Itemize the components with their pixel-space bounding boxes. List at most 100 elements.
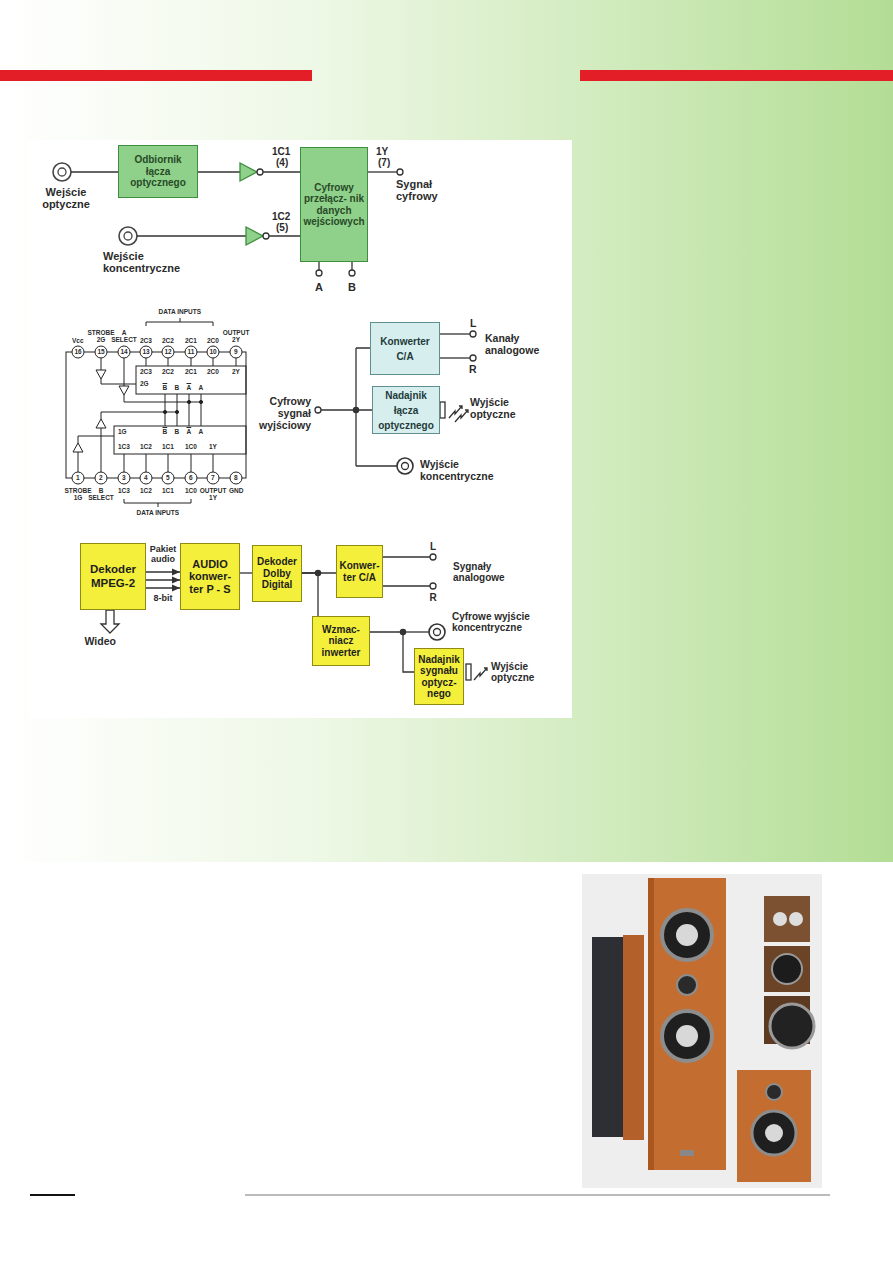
- select-label: B: [163, 384, 168, 391]
- footer-rule-part: [245, 1195, 830, 1196]
- box-text: Dekoder Dolby Digital: [257, 556, 297, 591]
- converter-box: Konwerter C/A: [370, 322, 440, 375]
- box-text: Cyfrowy przełącz- nik danych wejściowych: [303, 182, 364, 228]
- speaker-photo-part: [770, 1004, 814, 1048]
- input-selector-wiring-part: [318, 262, 319, 270]
- input-selector-wiring-part: [246, 227, 263, 245]
- multiplexer-chip-part-part: [72, 346, 84, 358]
- output-stage-wiring-part: [440, 357, 470, 358]
- multiplexer-chip-part-part: [162, 472, 174, 484]
- connector: [240, 572, 252, 573]
- box-text: Nadajnik sygnału optycz- nego: [418, 654, 460, 700]
- multiplexer-chip-part-part: [95, 472, 107, 484]
- multiplexer-chip-part-part: [140, 346, 152, 358]
- red-bar: [580, 70, 893, 81]
- multiplexer-chip-part: [101, 412, 177, 472]
- pin-number: 15: [98, 348, 105, 355]
- speaker-photo-part: [789, 912, 803, 926]
- output-stage-wiring-part: [402, 463, 409, 470]
- speaker-photo-part: [648, 878, 726, 1170]
- speaker-photo: [582, 874, 822, 1188]
- signal-label: Cyfrowy sygnał wyjściowy: [257, 396, 311, 431]
- decoder-chain-wiring-part: [315, 570, 320, 575]
- speaker-photo-part: [662, 1011, 712, 1061]
- multiplexer-chip-part: [146, 358, 236, 366]
- pin-name: 1C1: [162, 487, 174, 494]
- gate-input-label: 1C2: [140, 443, 152, 450]
- pin-name: 1C1: [272, 146, 290, 157]
- decoder-chain-wiring-part: [429, 624, 445, 640]
- pin-number: 11: [188, 348, 195, 355]
- pin-number: 8: [234, 474, 238, 481]
- pin-number: (4): [276, 157, 288, 168]
- speaker-photo-part: [764, 946, 810, 992]
- arrowhead: [172, 577, 180, 584]
- pin-number: (5): [276, 222, 288, 233]
- connector: [370, 632, 414, 672]
- output-label: Sygnały analogowe: [453, 561, 515, 583]
- multiplexer-chip-part: [165, 394, 201, 426]
- pin-number: 1: [76, 474, 80, 481]
- multiplexer-chip-part: [199, 400, 202, 403]
- speaker-photo-part: [773, 912, 787, 926]
- multiplexer-chip-part: [72, 346, 242, 484]
- pin-number: 14: [121, 348, 128, 355]
- transmitter-box: Nadajnik łącza optycznego: [372, 386, 440, 434]
- box-text: Wzmac- niacz inwerter: [317, 624, 365, 659]
- speaker-photo-part: [765, 1124, 783, 1142]
- speaker-photo-part: [648, 878, 654, 1170]
- channel-label: R: [430, 592, 437, 603]
- input-selector-wiring-part: [368, 171, 397, 172]
- gate-input-label: 2C0: [207, 368, 219, 375]
- pin-name: B SELECT: [86, 487, 116, 502]
- pin-number: (7): [378, 157, 390, 168]
- box-text: Konwer- ter C/A: [340, 560, 380, 583]
- speaker-photo-part: [680, 1150, 694, 1156]
- pin-number: 4: [144, 474, 148, 481]
- decoder-chain-wiring-part: [383, 585, 430, 586]
- pin-name: OUTPUT 1Y: [197, 487, 229, 502]
- pin-number: 16: [75, 348, 82, 355]
- output-stage-wiring-part: [440, 333, 470, 334]
- transmitter-box: Nadajnik sygnału optycz- nego: [414, 648, 464, 705]
- speaker-photo-part: [737, 1070, 811, 1182]
- pin-name: 1C3: [118, 487, 130, 494]
- input-selector-wiring-part: [263, 233, 269, 239]
- output-stage-wiring-part: [353, 407, 358, 412]
- channel-label: L: [430, 541, 436, 552]
- gate-input-label: 2C3: [140, 368, 152, 375]
- decoder-chain-wiring-part: [434, 629, 441, 636]
- input-selector-wiring-part: [349, 270, 355, 276]
- multiplexer-chip-part: [187, 400, 190, 403]
- multiplexer-chip-part-part: [118, 346, 130, 358]
- multiplexer-chip-part: [78, 436, 114, 472]
- multiplexer-chip-part-part: [207, 472, 219, 484]
- multiplexer-chip-part-part: [140, 472, 152, 484]
- multiplexer-chip-part: [124, 454, 213, 472]
- pin-name: 2C0: [207, 337, 219, 344]
- input-selector-wiring-part: [397, 169, 403, 175]
- select-label: A: [187, 428, 192, 435]
- multiplexer-chip-part-part: [185, 472, 197, 484]
- input-selector-wiring-part: [351, 262, 352, 270]
- multiplexer-chip: [66, 318, 246, 507]
- multiplexer-chip-part-part: [207, 346, 219, 358]
- input-selector-wiring-part: [240, 163, 257, 181]
- speaker-photo-part: [752, 1111, 796, 1155]
- output-label: Kanały analogowe: [485, 333, 547, 357]
- pin-name: GND: [229, 487, 243, 494]
- arrowhead: [172, 569, 180, 576]
- footer-rule-part: [30, 1194, 75, 1196]
- multiplexer-chip-part: [119, 386, 129, 395]
- multiplexer-chip-part-part: [95, 346, 107, 358]
- multiplexer-chip-part-part: [162, 346, 174, 358]
- box-text: Konwerter C/A: [375, 334, 435, 364]
- box-text: Dekoder MPEG-2: [85, 563, 141, 589]
- decoder-chain-wiring-part: [474, 668, 487, 680]
- input-selector-wiring-part: [124, 232, 132, 240]
- speaker-photo-part: [772, 954, 802, 984]
- pin-number: 5: [166, 474, 170, 481]
- multiplexer-chip-part: [175, 410, 178, 413]
- pin-number: 3: [122, 474, 126, 481]
- speaker-photo-part: [764, 896, 810, 942]
